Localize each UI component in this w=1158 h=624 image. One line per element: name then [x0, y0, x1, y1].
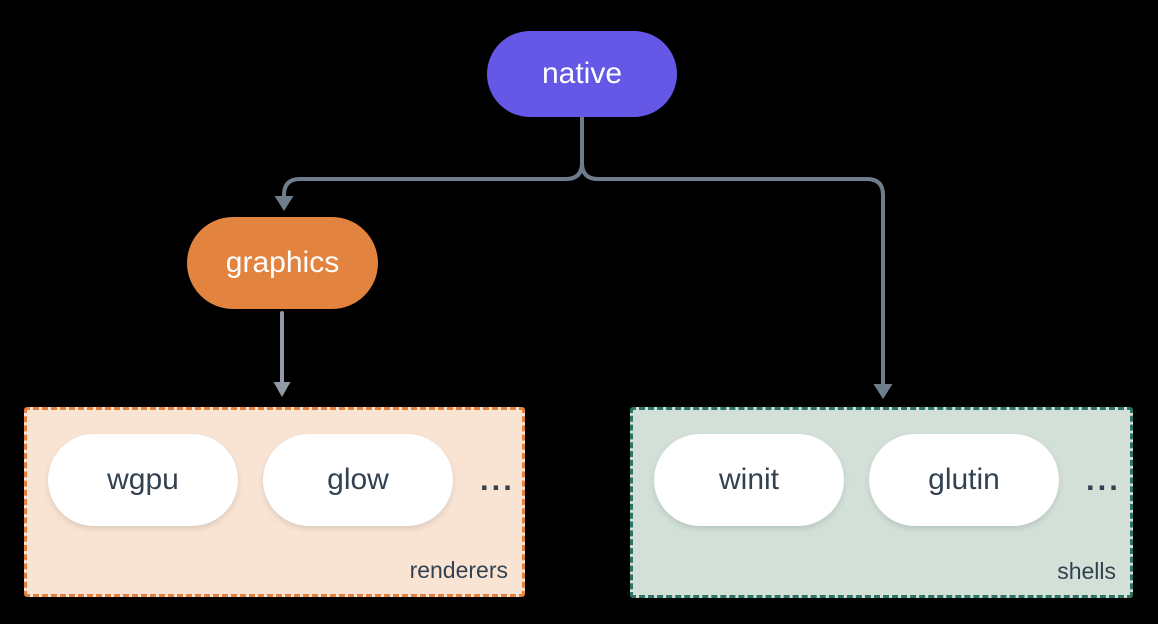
node-glutin: glutin [869, 434, 1059, 526]
node-glow: glow [263, 434, 453, 526]
group-shells: winit glutin ... shells [630, 407, 1133, 598]
group-renderers-row: wgpu glow ... [27, 410, 522, 526]
node-graphics: graphics [187, 217, 378, 309]
arrowhead-renderers-icon [273, 382, 291, 397]
node-wgpu: wgpu [48, 434, 238, 526]
arrowhead-graphics-icon [274, 196, 294, 211]
shells-ellipsis: ... [1086, 462, 1121, 497]
group-renderers: wgpu glow ... renderers [24, 407, 525, 597]
edge-native-to-graphics [282, 114, 584, 200]
node-native: native [487, 31, 677, 117]
arrowhead-shells-icon [873, 384, 893, 399]
edge-native-to-shells [580, 114, 885, 388]
node-winit: winit [654, 434, 844, 526]
group-shells-row: winit glutin ... [633, 410, 1130, 526]
renderers-ellipsis: ... [480, 462, 515, 497]
group-label-shells: shells [1057, 558, 1116, 584]
group-label-renderers: renderers [409, 557, 508, 583]
